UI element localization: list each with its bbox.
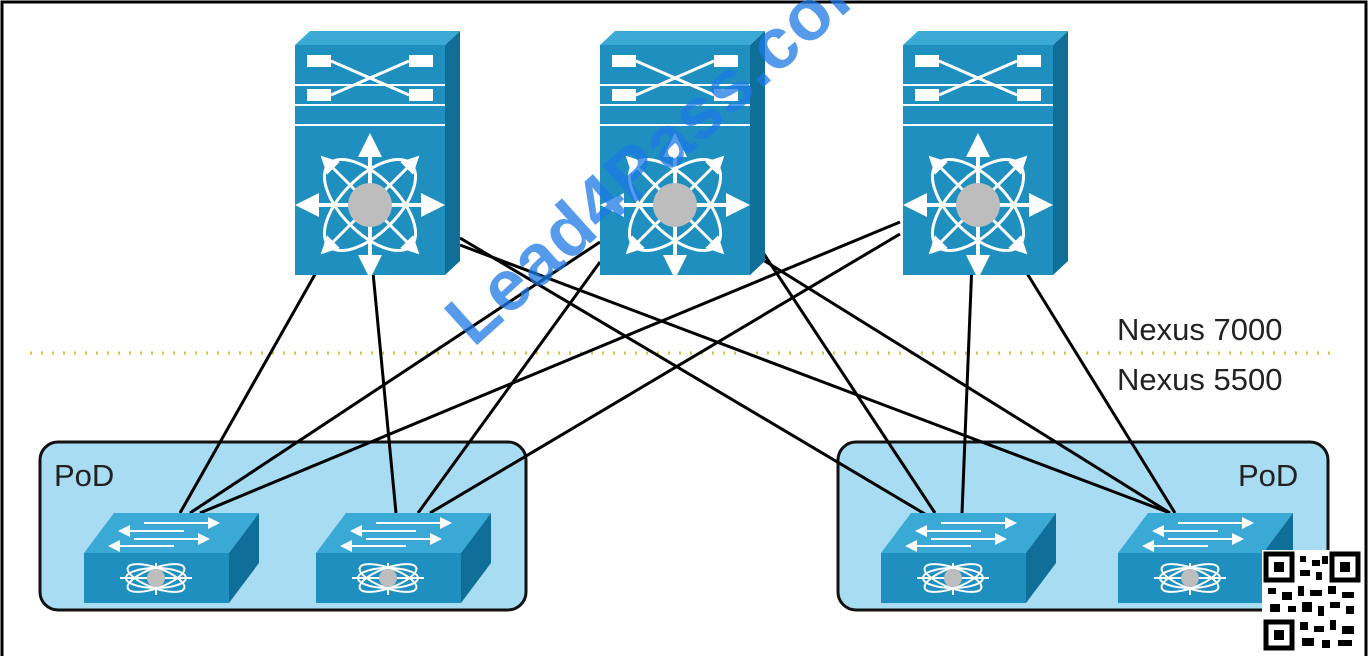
core-switch-3 [903,31,1068,275]
uplinks [178,220,1177,522]
access-switch-1 [84,513,259,603]
layer-label-lower: Nexus 5500 [1117,362,1283,397]
qr-code-icon [1262,550,1362,654]
pod-label-right: PoD [1238,458,1299,493]
access-switch-3 [881,513,1056,603]
access-switch-2 [316,513,491,603]
layer-label-upper: Nexus 7000 [1117,312,1283,347]
core-switch-1 [295,31,460,275]
pod-label-left: PoD [54,458,115,493]
